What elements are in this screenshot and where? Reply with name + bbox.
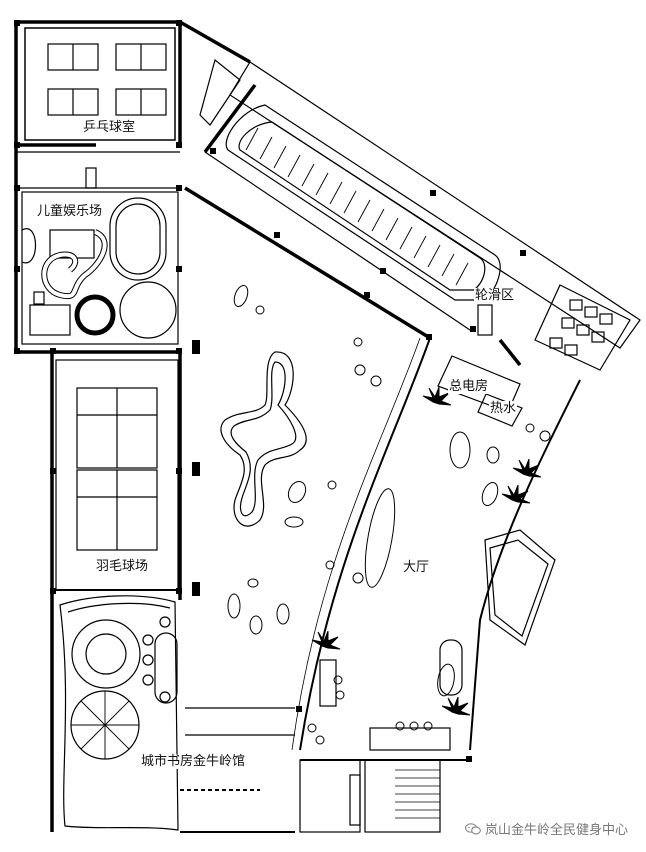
wechat-icon: [464, 822, 481, 834]
lounge-couch: [439, 639, 463, 696]
badminton-area: [55, 359, 180, 591]
label-skating-zone: 轮滑区: [474, 288, 516, 303]
small-tables: [255, 305, 551, 745]
bookstore-area: [59, 595, 295, 833]
label-pingpong-room: 乒乓球室: [82, 120, 137, 135]
label-hot-water: 热水: [489, 401, 518, 416]
ball-pit: [119, 281, 177, 339]
reception-desk: [319, 659, 337, 707]
corridor: [16, 151, 180, 189]
palm-trees: [311, 386, 542, 716]
entrance: [299, 759, 441, 833]
lockers: [534, 284, 631, 371]
watermark-text: 岚山金牛岭全民健身中心: [484, 823, 628, 838]
seats: [142, 616, 171, 703]
pool-oval: [109, 197, 167, 281]
play-mat: [29, 304, 71, 336]
pingpong-room: [24, 27, 176, 141]
ramp-hatch: [245, 127, 469, 286]
hall-blob: [220, 351, 307, 527]
label-kids-area: 儿童娱乐场: [36, 204, 104, 219]
skating-track: [225, 104, 501, 301]
bookshelf: [154, 632, 178, 704]
round-table: [71, 619, 141, 689]
bench: [369, 727, 451, 751]
main-hall: [291, 337, 581, 761]
label-main-hall: 大厅: [402, 560, 431, 575]
trampoline: [74, 294, 116, 336]
label-power-room: 总电房: [448, 379, 490, 394]
skating-zone: [199, 58, 641, 349]
spiral-stair-steps: [71, 691, 139, 759]
pebbles: [227, 284, 500, 697]
label-bookstore: 城市书房金牛岭馆: [140, 754, 247, 769]
watermark: 岚山金牛岭全民健身中心: [464, 819, 628, 838]
columns: [14, 20, 526, 762]
label-badminton: 羽毛球场: [95, 559, 150, 574]
